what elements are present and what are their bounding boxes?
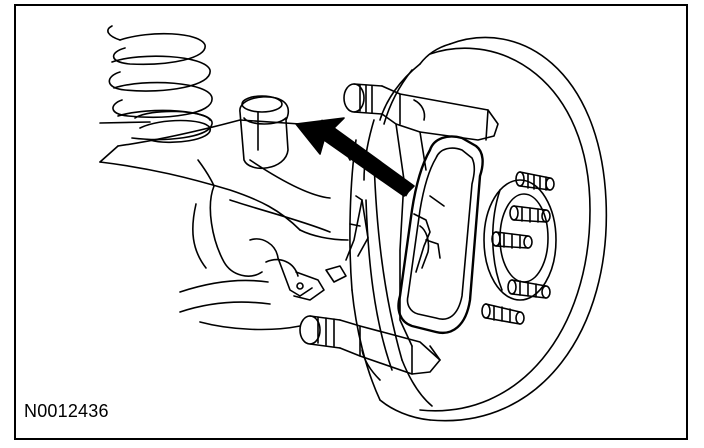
wheel-stud bbox=[515, 171, 555, 191]
wheel-stud bbox=[507, 279, 551, 299]
wheel-studs bbox=[481, 171, 555, 325]
wheel-stud bbox=[491, 231, 533, 249]
wheel-stud bbox=[509, 205, 551, 223]
brake-pad bbox=[345, 135, 484, 335]
brake-rotor bbox=[349, 36, 608, 422]
wheel-stud bbox=[481, 303, 525, 325]
coil-spring bbox=[99, 25, 213, 144]
caliper-anchor-bracket bbox=[299, 83, 499, 375]
pointer-arrow-head bbox=[295, 117, 415, 197]
figure-id-label: N0012436 bbox=[24, 401, 109, 421]
figure-frame bbox=[14, 4, 688, 440]
